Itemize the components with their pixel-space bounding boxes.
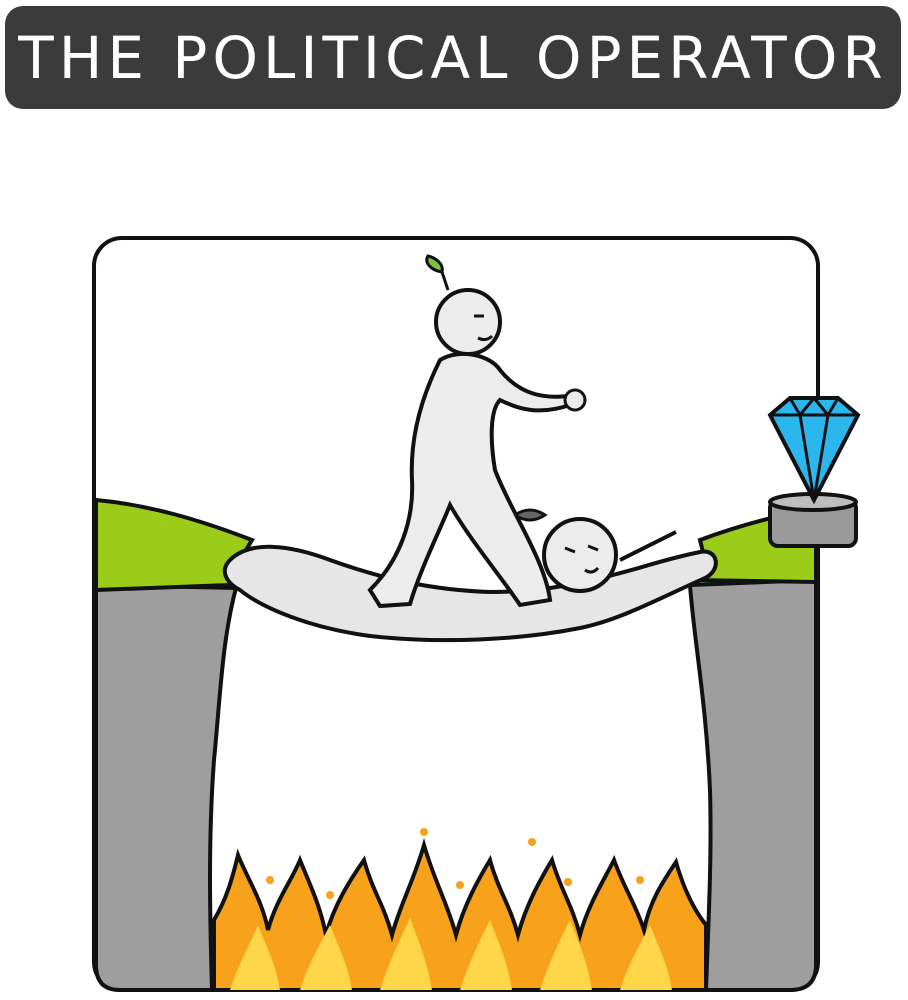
title-banner: THE POLITICAL OPERATOR [5,6,901,109]
page-title: THE POLITICAL OPERATOR [18,23,888,92]
walking-figure [367,254,587,609]
flames [212,828,708,992]
left-cliff [94,582,239,992]
right-cliff [687,577,818,992]
sprout-leaf [425,254,444,274]
diamond-on-pedestal [767,395,861,548]
bridge-figure [222,508,718,643]
diamond-icon [767,396,861,505]
